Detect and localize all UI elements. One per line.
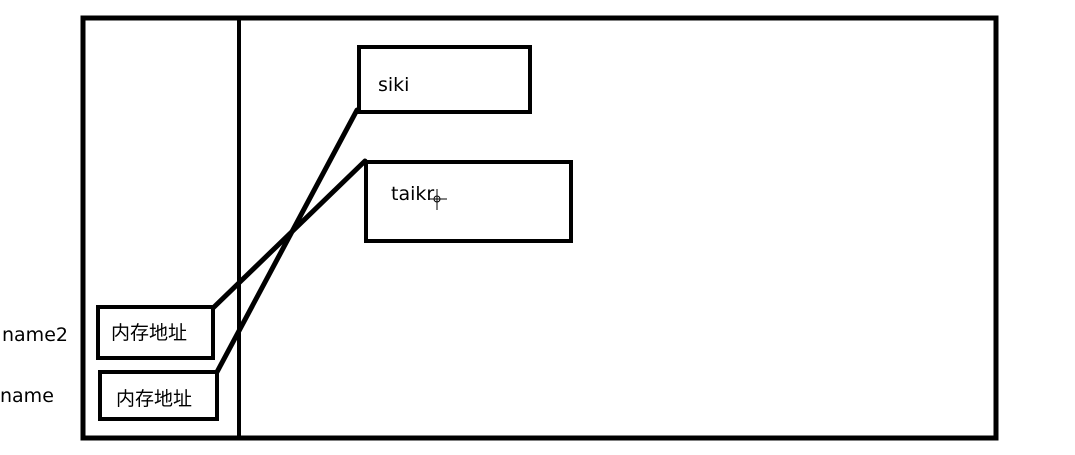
stack-cell-text-name: 内存地址	[116, 388, 192, 410]
memory-frame	[80, 15, 999, 441]
variable-label-name: name	[0, 385, 54, 407]
heap-box-siki	[357, 45, 532, 114]
stack-box-name2	[96, 305, 215, 360]
reference-line-name-to-siki	[214, 107, 360, 375]
crosshair-cursor-icon	[428, 189, 447, 210]
heap-box-taikr	[364, 160, 573, 243]
stack-cell-name: 内存地址	[98, 370, 219, 421]
variable-label-name2: name2	[2, 324, 68, 346]
stack-box-name	[98, 370, 219, 421]
heap-value-taikr: taikr	[391, 183, 434, 205]
stack-cell-name2: 内存地址	[96, 305, 215, 360]
heap-object-taikr: taikr	[364, 160, 573, 243]
stack-cell-text-name2: 内存地址	[111, 322, 187, 344]
heap-object-siki: siki	[357, 45, 532, 114]
heap-value-siki: siki	[378, 74, 409, 96]
